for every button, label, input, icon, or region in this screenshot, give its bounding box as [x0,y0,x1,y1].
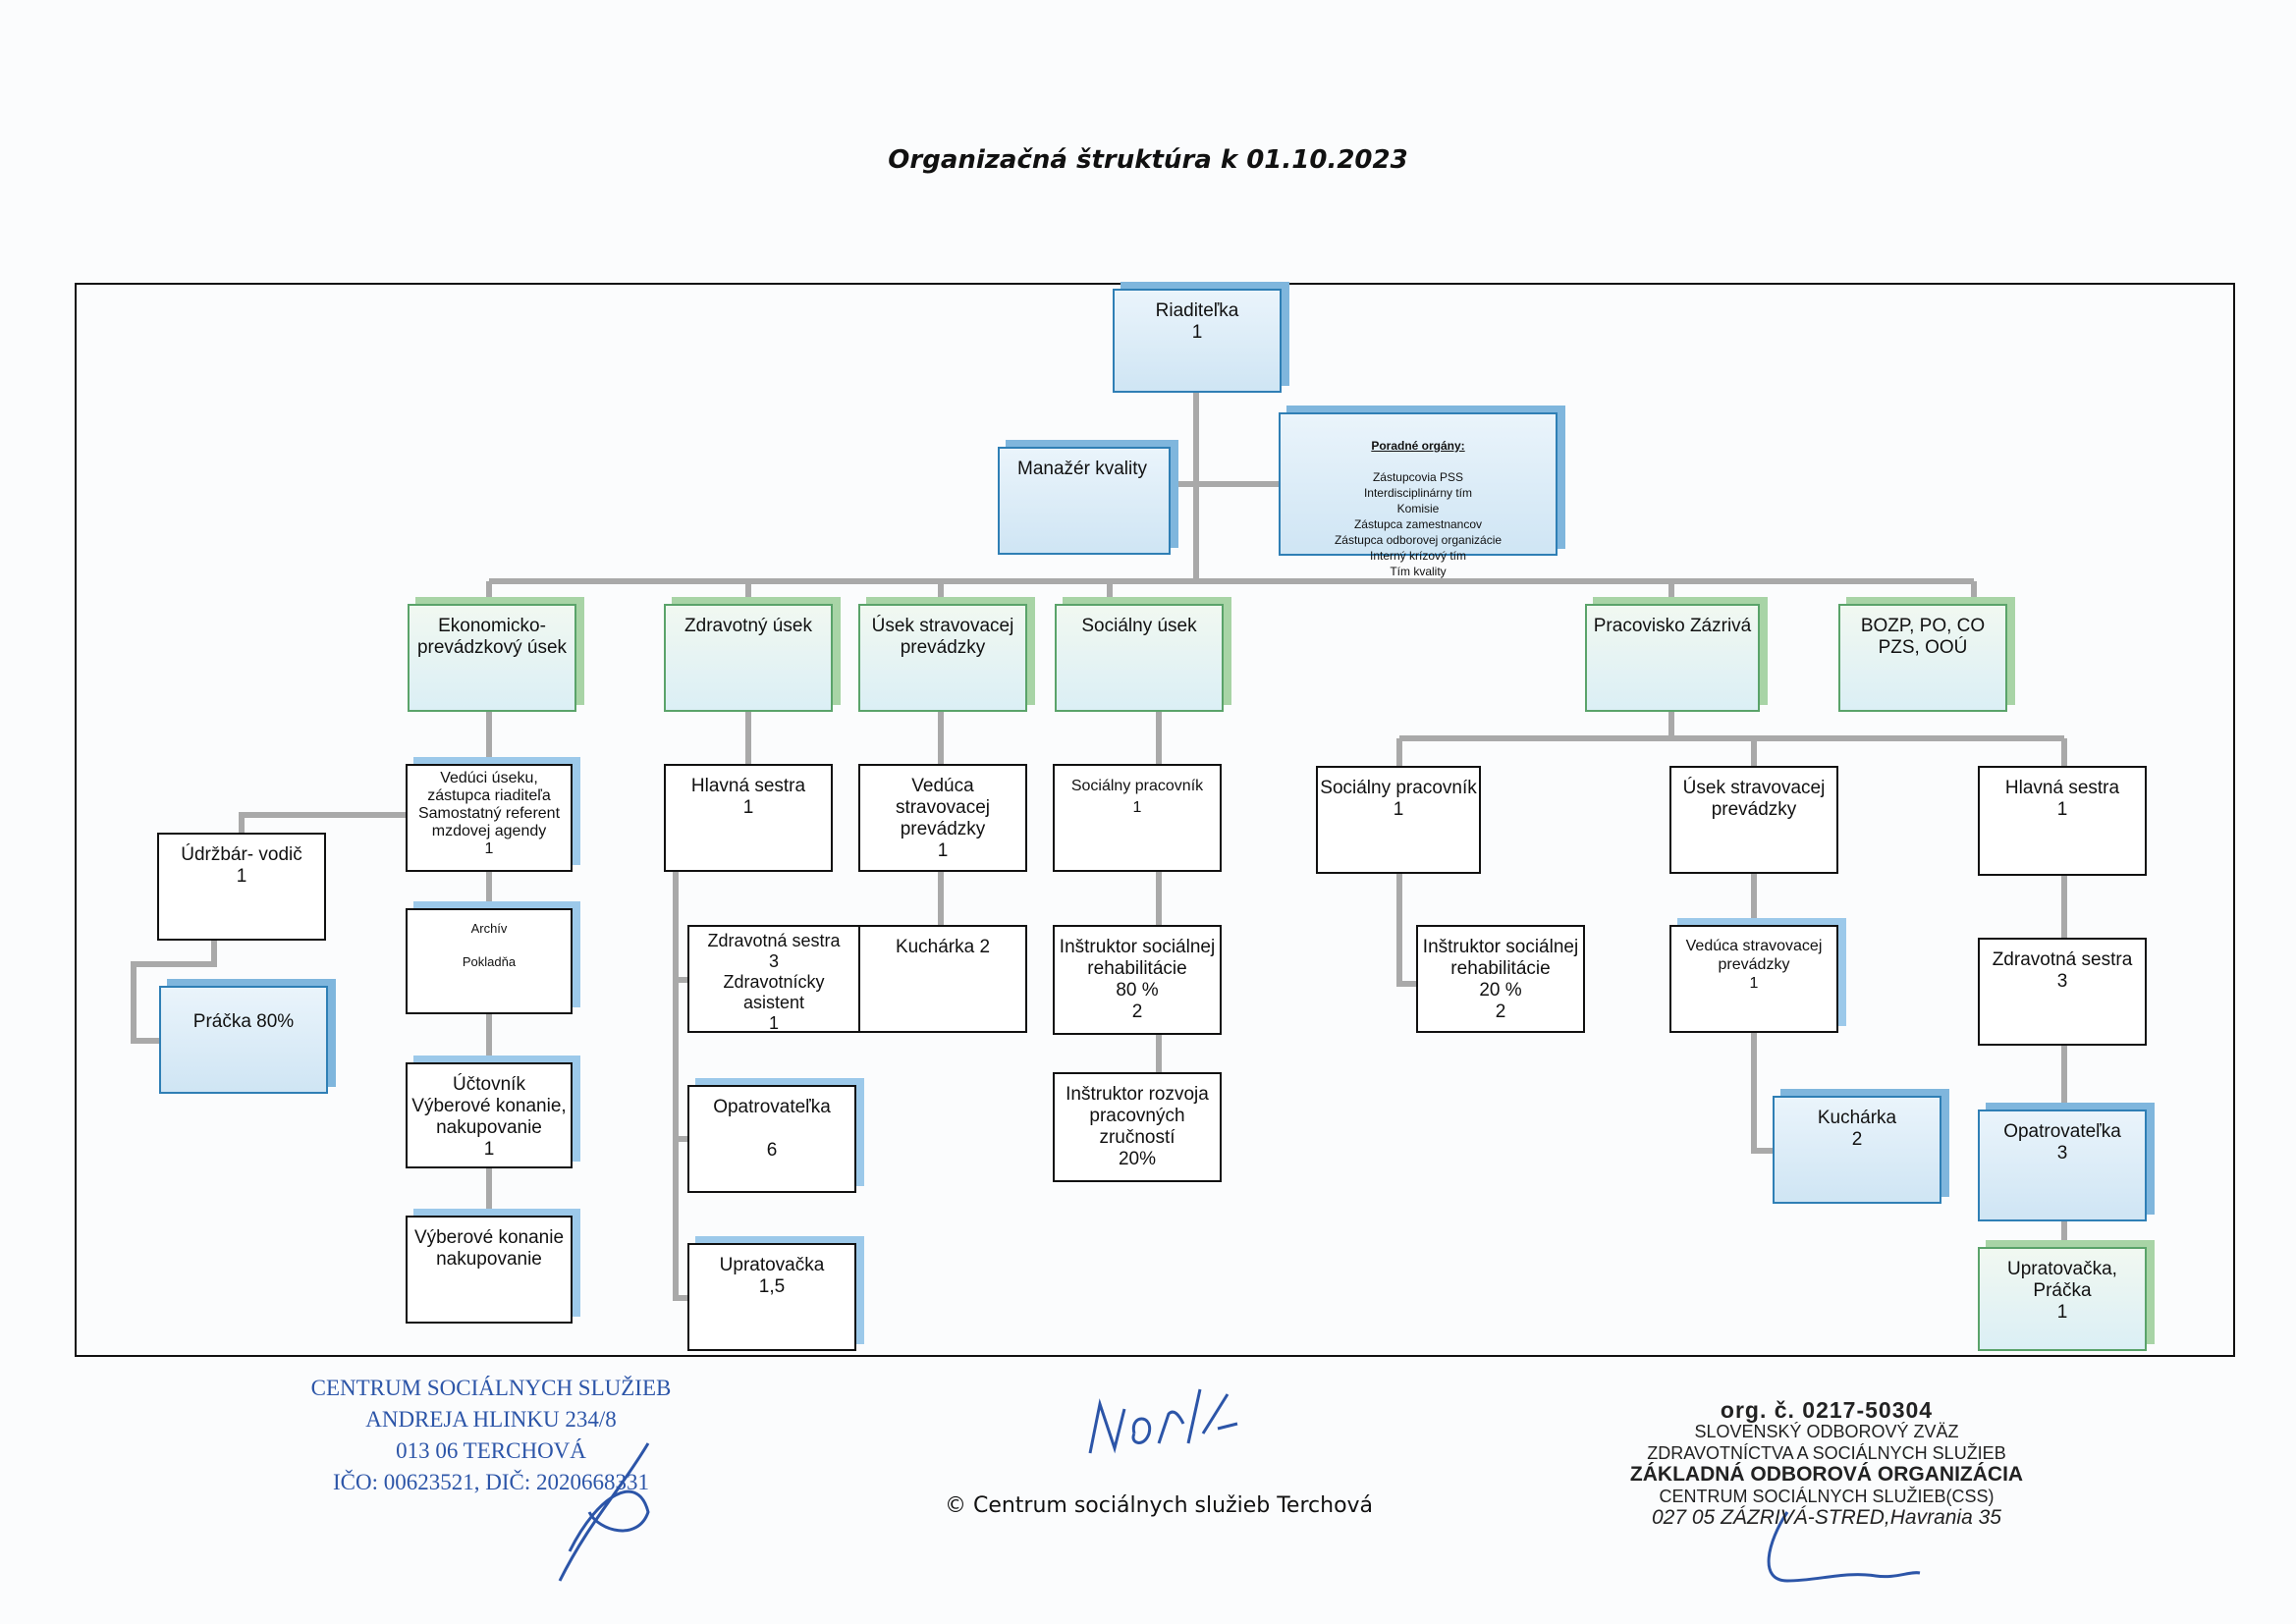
advisory-heading: Poradné orgány: [1371,439,1465,453]
stamp-right-line2: ZDRAVOTNÍCTVA A SOCIÁLNYCH SLUŽIEB [1647,1443,2006,1463]
stamp-right: org. č. 0217-50304 SLOVENSKÝ ODBOROVÝ ZV… [1601,1399,2052,1529]
box-cleaner: Upratovačka 1,5 [687,1243,856,1351]
box-advisory-bodies: Poradné orgány: Zástupcovia PSS Interdis… [1279,412,1558,578]
box-social-dept: Sociálny úsek [1055,604,1224,712]
stamp-left-line1: CENTRUM SOCIÁLNYCH SLUŽIEB [310,1376,672,1400]
advisory-items: Zástupcovia PSS Interdisciplinárny tím K… [1334,470,1503,578]
stamp-left: CENTRUM SOCIÁLNYCH SLUŽIEB ANDREJA HLINK… [295,1373,687,1498]
box-head-nurse: Hlavná sestra 1 [664,764,833,872]
box-social-worker: Sociálny pracovník 1 [1053,764,1222,872]
box-zazriva-catering: Úsek stravovacej prevádzky [1669,766,1838,874]
chart-frame [75,283,2235,1357]
box-maintenance: Údržbár- vodič 1 [157,833,326,941]
box-bozp-dept: BOZP, PO, CO PZS, OOÚ [1838,604,2007,712]
box-zazriva-social-worker: Sociálny pracovník 1 [1316,766,1481,874]
box-laundry: Práčka 80% [159,986,328,1094]
box-skills-instructor: Inštruktor rozvoja pracovných zručností … [1053,1072,1222,1182]
box-zazriva-nurse: Zdravotná sestra 3 [1978,938,2147,1046]
stamp-right-org: org. č. 0217-50304 [1720,1397,1934,1423]
box-procurement: Výberové konanie nakupovanie [406,1216,573,1324]
signature-center [1088,1388,1238,1454]
box-director: Riaditeľka 1 [1113,289,1282,393]
box-accountant: Účtovník Výberové konanie, nakupovanie 1 [406,1062,573,1168]
box-zazriva-dept: Pracovisko Zázrivá [1585,604,1760,712]
box-zazriva-catering-head: Vedúca stravovacej prevádzky 1 [1669,925,1838,1033]
box-catering-dept: Úsek stravovacej prevádzky [858,604,1027,712]
box-zazriva-cook: Kuchárka 2 [1773,1096,1941,1204]
stamp-right-line3: ZÁKLADNÁ ODBOROVÁ ORGANIZÁCIA [1629,1463,2024,1486]
page-title: Organizačná štruktúra k 01.10.2023 [888,145,1408,175]
box-catering-head: Vedúca stravovacej prevádzky 1 [858,764,1027,872]
box-rehab-instructor: Inštruktor sociálnej rehabilitácie 80 % … [1053,925,1222,1035]
box-nurse: Zdravotná sestra 3 Zdravotnícky asistent… [687,925,860,1033]
box-health-dept: Zdravotný úsek [664,604,833,712]
stamp-left-line2: ANDREJA HLINKU 234/8 [365,1407,617,1432]
box-zazriva-rehab: Inštruktor sociálnej rehabilitácie 20 % … [1416,925,1585,1033]
box-archive: Archív Pokladňa [406,908,573,1014]
stamp-right-line1: SLOVENSKÝ ODBOROVÝ ZVÄZ [1694,1422,1959,1441]
box-cook: Kuchárka 2 [858,925,1027,1033]
box-caregiver: Opatrovateľka 6 [687,1085,856,1193]
box-zazriva-cleaner: Upratovačka, Práčka 1 [1978,1247,2147,1351]
stamp-left-line3: 013 06 TERCHOVÁ [396,1438,586,1463]
copyright-footer: © Centrum sociálnych služieb Terchová [944,1493,1374,1518]
stamp-right-line5: 027 05 ZÁZRIVÁ-STRED,Havrania 35 [1652,1506,2001,1529]
stamp-left-line4: IČO: 00623521, DIČ: 2020668331 [333,1470,649,1494]
box-econ-head: Vedúci úseku, zástupca riaditeľa Samosta… [406,764,573,872]
signature-left [558,1442,650,1582]
box-zazriva-caregiver: Opatrovateľka 3 [1978,1110,2147,1221]
box-quality-manager: Manažér kvality [998,447,1171,555]
signature-right [1767,1511,1921,1583]
box-zazriva-head-nurse: Hlavná sestra 1 [1978,766,2147,876]
stamp-right-line4: CENTRUM SOCIÁLNYCH SLUŽIEB(CSS) [1659,1487,1995,1506]
box-econ-dept: Ekonomicko- prevádzkový úsek [408,604,576,712]
